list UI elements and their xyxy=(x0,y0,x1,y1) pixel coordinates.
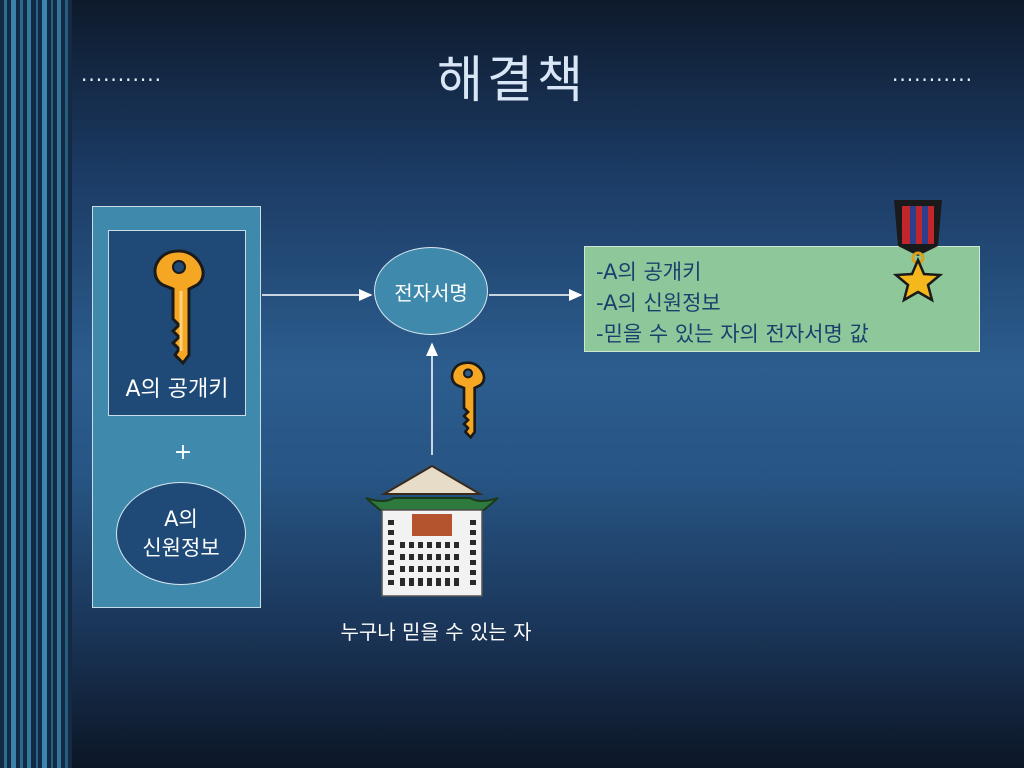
certificate-line-public-key: -A의 공개키 xyxy=(596,260,702,284)
medal-icon xyxy=(892,200,944,303)
certificate-contents-box: -A의 공개키 -A의 신원정보 -믿을 수 있는 자의 전자서명 값 xyxy=(584,246,980,352)
key-icon xyxy=(153,249,205,366)
left-stripes-decoration xyxy=(0,0,72,768)
identity-info-line1: A의 xyxy=(164,506,198,531)
trusted-party-caption: 누구나 믿을 수 있는 자 xyxy=(340,620,532,644)
public-key-box: A의 공개키 xyxy=(108,230,246,416)
plus-sign: + xyxy=(173,440,193,465)
digital-signature-label: 전자서명 xyxy=(394,280,468,305)
slide-title: 해결책 xyxy=(437,51,587,109)
certificate-line-identity: -A의 신원정보 xyxy=(596,291,721,315)
public-key-label: A의 공개키 xyxy=(125,377,229,402)
digital-signature-ellipse: 전자서명 xyxy=(374,247,488,335)
certificate-line-signature: -믿을 수 있는 자의 전자서명 값 xyxy=(596,322,869,346)
building-icon xyxy=(365,464,499,597)
right-dots: ........... xyxy=(892,62,973,86)
identity-info-line2: 신원정보 xyxy=(142,535,220,560)
left-dots: ........... xyxy=(81,62,162,86)
identity-info-ellipse: A의 신원정보 xyxy=(116,482,246,585)
key-icon xyxy=(450,361,486,440)
